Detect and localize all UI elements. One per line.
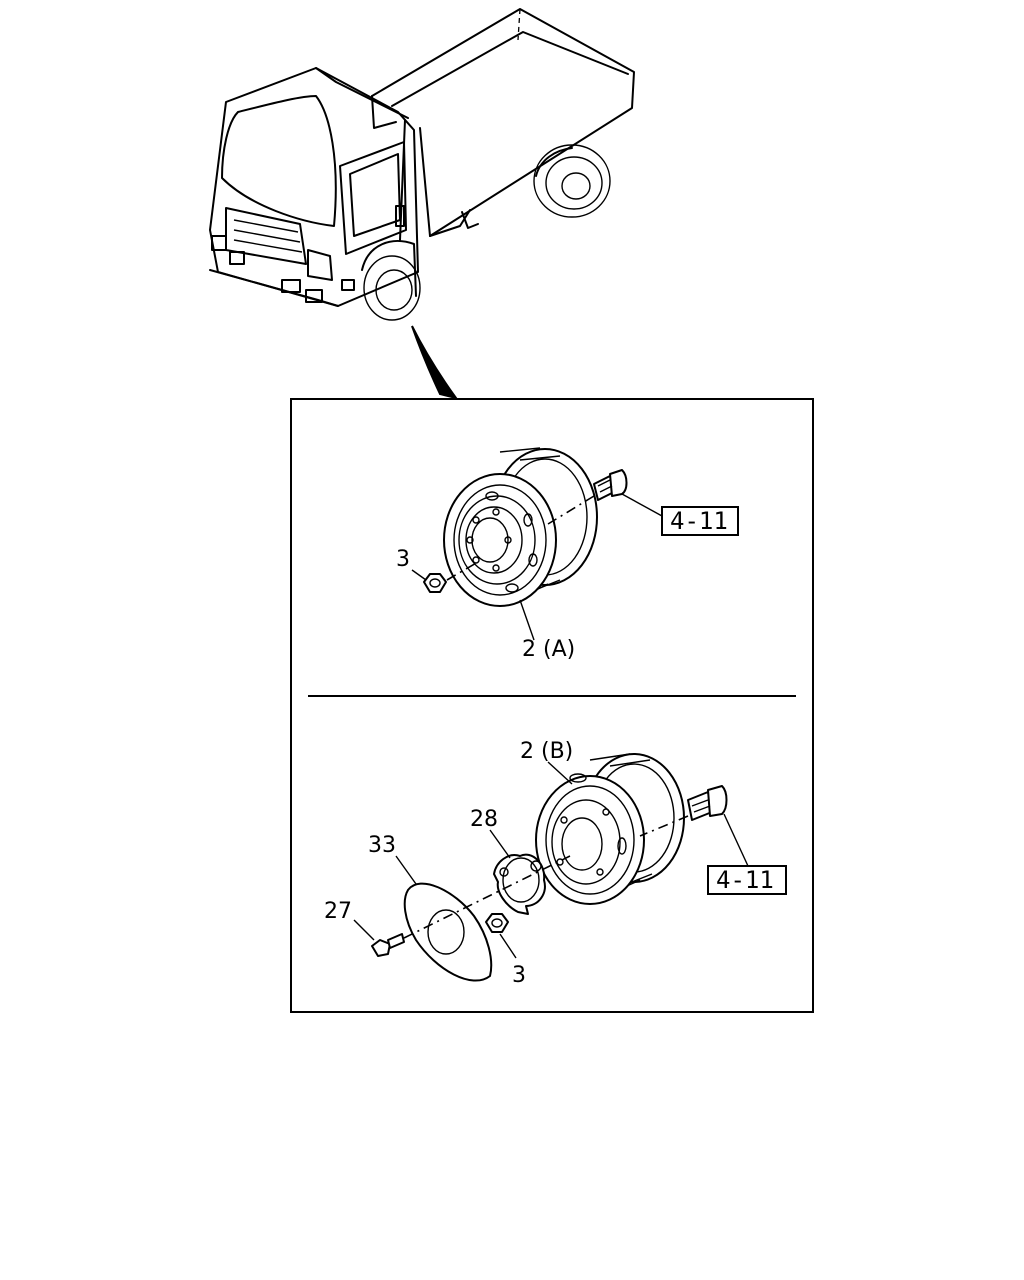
bolt-drawing	[371, 933, 405, 957]
wheel-a-label: 2 (A)	[522, 637, 575, 662]
detail-frame	[290, 398, 814, 1013]
nut-a-drawing	[423, 573, 447, 593]
cover-plate-drawing	[403, 882, 493, 982]
ref-b-box	[707, 865, 787, 895]
stud-a-drawing	[593, 469, 628, 501]
wheel-a-drawing	[443, 447, 598, 607]
ref-a-label: 4-11	[670, 507, 728, 535]
ref-a-box	[661, 506, 739, 536]
nut-b-label: 3	[512, 963, 526, 988]
hub-cap-label: 28	[470, 807, 498, 832]
truck-illustration	[209, 8, 635, 321]
stud-b-drawing	[687, 785, 728, 821]
callout-arrow	[411, 325, 459, 400]
bolt-label: 27	[324, 899, 352, 924]
ref-b-label: 4-11	[716, 866, 774, 894]
nut-b-drawing	[485, 913, 509, 933]
nut-a-label: 3	[396, 547, 410, 572]
wheel-b-drawing	[535, 753, 685, 905]
wheel-b-label: 2 (B)	[520, 739, 573, 764]
cover-plate-label: 33	[368, 833, 396, 858]
hub-cap-drawing	[493, 853, 546, 915]
